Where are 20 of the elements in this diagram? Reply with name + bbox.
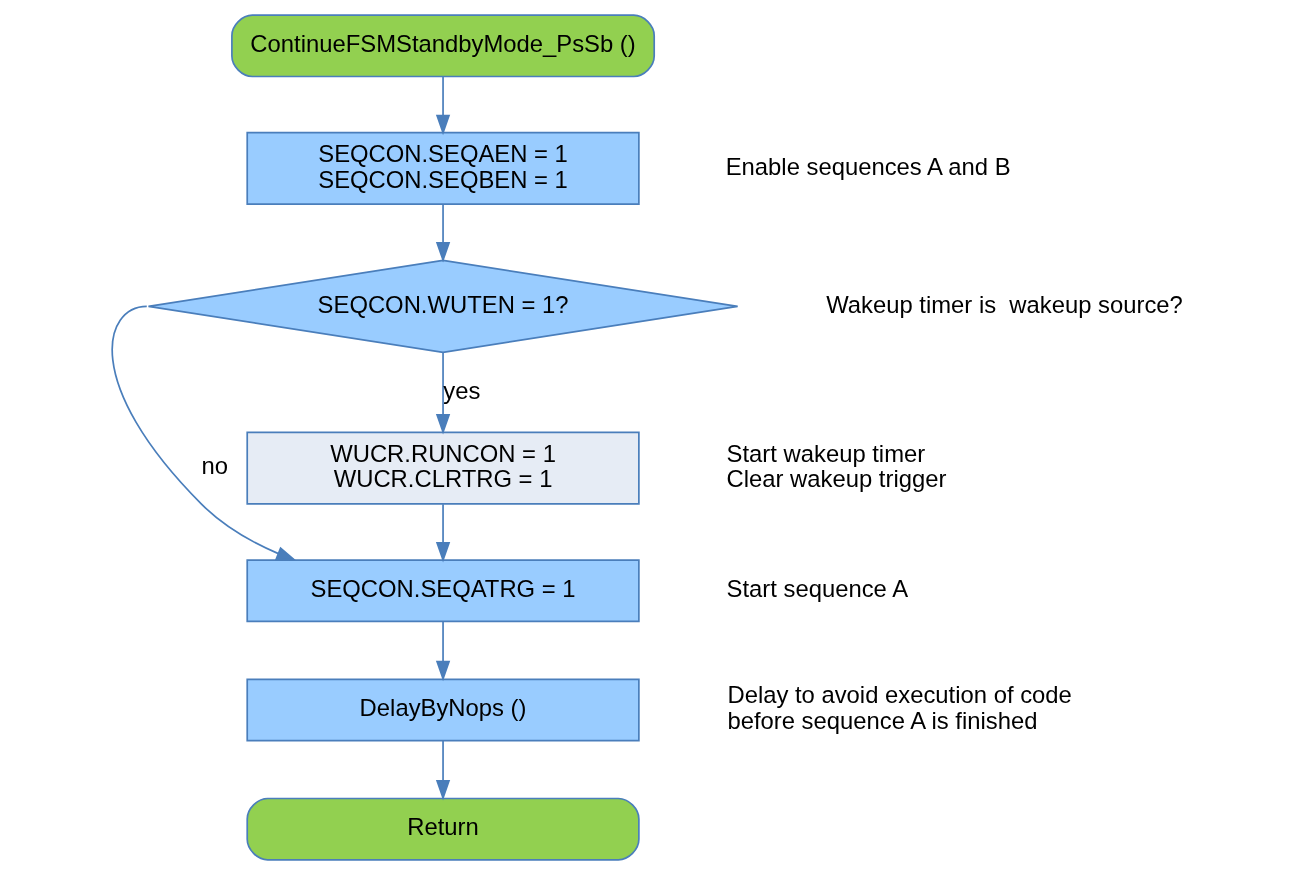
node-label: Delay to avoid execution of code before sequence A is finished xyxy=(727,681,1072,735)
node-box: DelayByNops () xyxy=(246,678,640,742)
node-label: Enable sequences A and B xyxy=(725,152,1011,180)
node-label: Wakeup timer is wakeup source? xyxy=(826,290,1183,318)
arrow xyxy=(435,352,451,435)
node-box: SEQCON.SEQATRG = 1 xyxy=(246,559,640,623)
node-box: Return xyxy=(246,797,640,861)
arrow xyxy=(435,620,451,682)
node-diamond: SEQCON.WUTEN = 1? xyxy=(147,259,739,354)
arrow xyxy=(435,740,451,801)
node-label: Start wakeup timer xyxy=(726,439,926,467)
node-box: WUCR.RUNCON = 1 WUCR.CLRTRG = 1 xyxy=(246,431,640,505)
node-box: SEQCON.SEQAEN = 1 SEQCON.SEQBEN = 1 xyxy=(246,131,640,206)
arrow xyxy=(435,76,451,136)
node-box: ContinueFSMStandbyMode_PsSb () xyxy=(231,14,656,78)
node-label: Start sequence A xyxy=(726,575,909,603)
edge-label: no xyxy=(201,452,229,480)
arrow xyxy=(435,203,451,263)
arrow xyxy=(111,305,297,561)
arrow xyxy=(435,503,451,563)
